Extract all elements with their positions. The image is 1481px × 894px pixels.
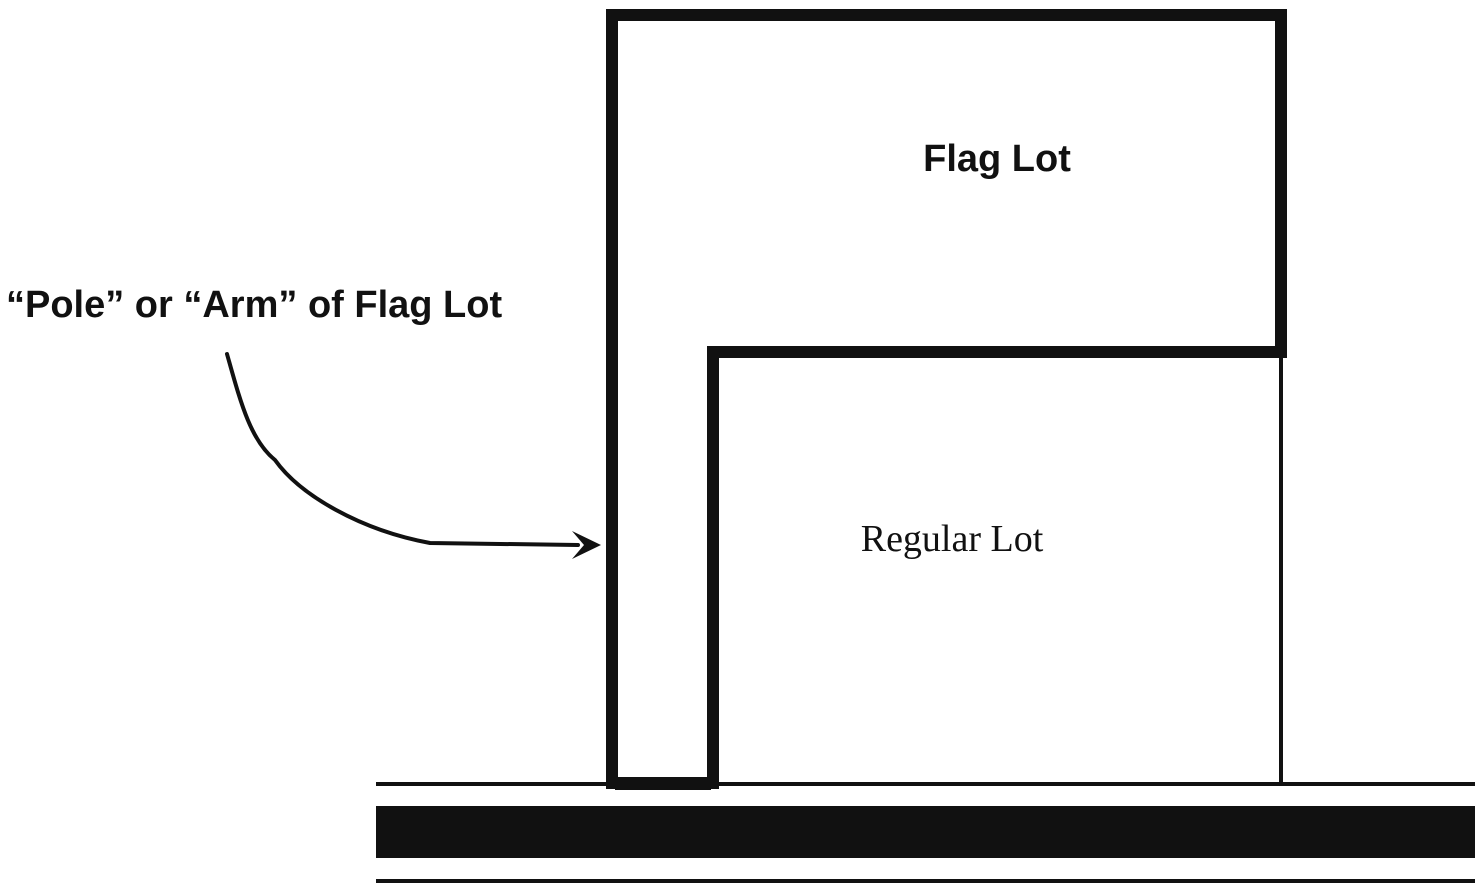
- regular-lot-label: Regular Lot: [861, 518, 1044, 560]
- pole-annotation-label: “Pole” or “Arm” of Flag Lot: [6, 284, 502, 326]
- pointer-arrowhead-icon: [572, 531, 601, 559]
- pointer-arrow-curve: [225, 352, 580, 547]
- flag-lot-boundary: [606, 9, 1287, 789]
- flag-lot-label: Flag Lot: [923, 138, 1071, 180]
- street-road: [376, 806, 1475, 858]
